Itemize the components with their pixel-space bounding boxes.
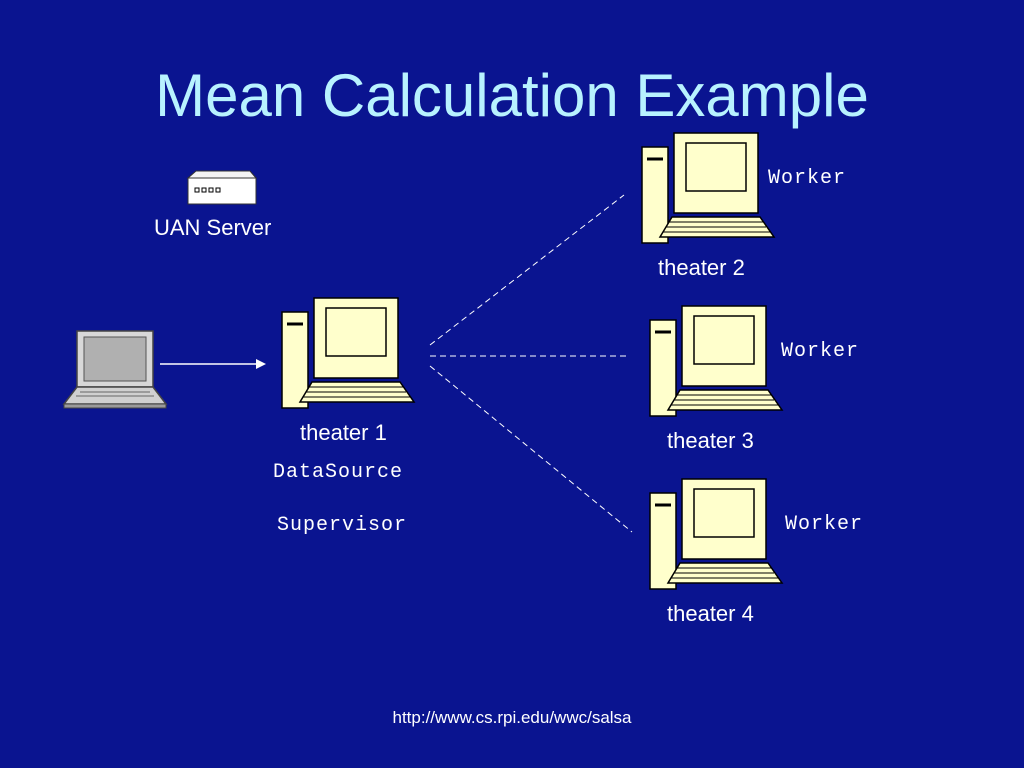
theater3-computer-icon — [648, 304, 784, 418]
theater3-label: theater 3 — [667, 428, 754, 453]
footer-url: http://www.cs.rpi.edu/wwc/salsa — [392, 708, 632, 727]
link-theater1-theater4 — [429, 365, 633, 533]
theater3-role-worker: Worker — [781, 340, 860, 363]
theater4-role-worker: Worker — [785, 513, 864, 536]
link-theater1-theater2 — [429, 194, 625, 346]
theater1-computer-icon — [280, 296, 416, 410]
theater2-computer-icon — [640, 131, 776, 245]
theater4-label: theater 4 — [667, 601, 754, 626]
theater2-label: theater 2 — [658, 255, 745, 280]
uan-server-label: UAN Server — [154, 215, 272, 240]
theater2-role-worker: Worker — [768, 167, 847, 190]
theater1-role-supervisor: Supervisor — [277, 514, 408, 537]
theater1-label: theater 1 — [300, 420, 387, 445]
slide-title: Mean Calculation Example — [155, 62, 869, 129]
client-to-theater1-arrow — [160, 359, 266, 369]
theater4-computer-icon — [648, 477, 784, 591]
server-icon — [186, 170, 258, 205]
theater1-role-datasource: DataSource — [273, 461, 404, 484]
laptop-icon — [62, 330, 168, 409]
